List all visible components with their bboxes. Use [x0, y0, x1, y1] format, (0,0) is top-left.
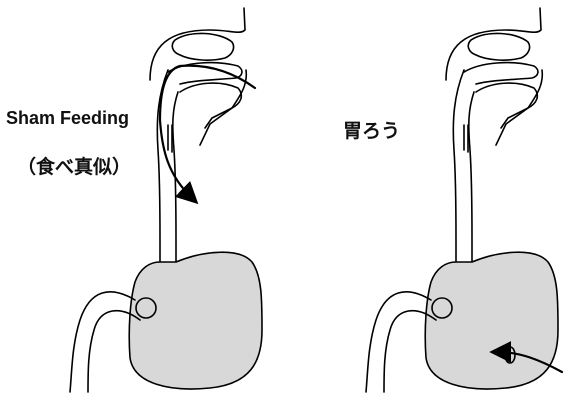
head-outline [150, 8, 245, 80]
tongue-2 [476, 83, 537, 128]
esophagus-left-wall-2 [453, 70, 464, 262]
gastric-fistula-figure [366, 8, 562, 392]
stomach [129, 252, 262, 389]
label-gastric-fistula: 胃ろう [343, 116, 400, 143]
head-outline-2 [446, 8, 541, 80]
palate-2 [464, 63, 538, 84]
label-sham-feeding: Sham Feeding [6, 108, 129, 129]
intestine-2 [366, 292, 431, 392]
nasal-cavity-2 [468, 33, 529, 60]
food-path [160, 66, 255, 198]
trachea [168, 125, 172, 152]
sham-feeding-figure [70, 8, 262, 392]
tongue [180, 83, 241, 128]
label-sham-feeding-japanese: （食べ真似） [17, 152, 131, 179]
trachea-2 [464, 125, 468, 152]
intestine [70, 292, 135, 392]
chin-jaw-2 [496, 70, 542, 145]
nasal-cavity [172, 33, 233, 60]
esophagus-left-wall [157, 70, 168, 262]
esophagus-right-wall-2 [469, 92, 474, 262]
stomach-2 [425, 252, 558, 389]
chin-jaw [200, 70, 246, 145]
